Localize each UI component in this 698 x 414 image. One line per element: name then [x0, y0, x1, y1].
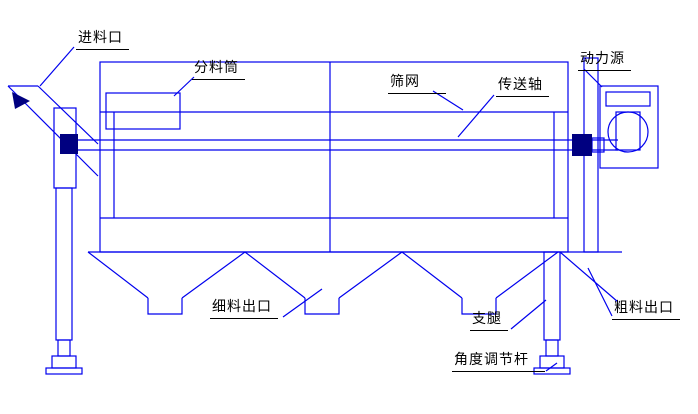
leader-distributor-drum [173, 76, 195, 97]
leader-power-source [583, 68, 603, 88]
label-drive-shaft: 传送轴 [496, 77, 549, 97]
leader-feed-inlet [39, 46, 75, 87]
label-support-leg: 支腿 [470, 311, 508, 331]
motor-pulley [607, 111, 649, 153]
hopper-slants [87, 251, 559, 299]
right-leg-piston [545, 339, 559, 357]
fine-outlet-box-1 [147, 298, 183, 315]
label-fine-outlet: 细料出口 [210, 299, 278, 319]
label-screen-mesh: 筛网 [388, 74, 446, 94]
label-angle-adjust-rod: 角度调节杆 [452, 352, 545, 372]
right-leg [543, 251, 561, 341]
leader-fine-outlet [282, 288, 323, 318]
label-feed-inlet: 进料口 [76, 30, 129, 50]
leader-coarse-outlet [587, 267, 613, 317]
leader-drive-shaft [457, 94, 495, 138]
leader-screen-mesh [432, 90, 464, 111]
fine-outlet-box-3 [461, 298, 497, 315]
motor-housing [599, 85, 659, 169]
left-base-plate [45, 367, 83, 375]
left-leg [55, 187, 73, 341]
label-distributor-drum: 分料筒 [192, 60, 245, 80]
left-leg-piston [57, 339, 71, 357]
machine-lines [7, 57, 659, 375]
fine-outlet-box-2 [304, 298, 340, 315]
shaft-coupling [572, 134, 592, 156]
label-coarse-outlet: 粗料出口 [612, 300, 680, 320]
leader-angle-adjust-rod [545, 362, 558, 372]
leader-support-leg [510, 299, 547, 330]
left-bearing-block [60, 134, 78, 154]
left-foot [51, 355, 77, 369]
leader-lines [39, 46, 613, 372]
label-power-source: 动力源 [578, 51, 631, 71]
distributor-drum-box [105, 92, 181, 130]
feed-direction-arrow-icon [12, 92, 30, 109]
feed-chute-upper-edge [37, 85, 99, 145]
motor-inner-block [615, 111, 641, 151]
solid-parts [12, 92, 592, 156]
motor-top-box [605, 91, 651, 107]
coarse-chute-line [559, 251, 619, 303]
